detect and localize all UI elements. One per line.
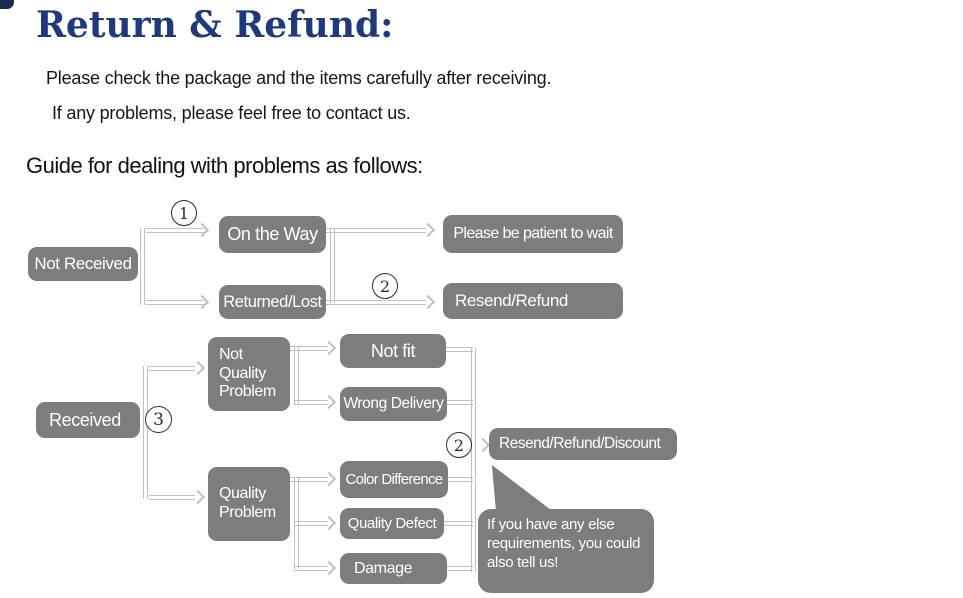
step-marker-1: 1 xyxy=(171,200,197,226)
connector-not-received-branch xyxy=(140,228,145,305)
page-title: Return & Refund: xyxy=(36,4,394,46)
step-marker-2-bottom: 2 xyxy=(446,432,472,458)
arrowhead-icon xyxy=(420,222,436,238)
connector-to-quality xyxy=(149,495,195,500)
arrowhead-icon xyxy=(194,222,210,238)
intro-line-1: Please check the package and the items c… xyxy=(46,68,552,88)
connector-damage-out xyxy=(447,566,473,571)
arrowhead-icon xyxy=(321,340,337,356)
speech-bubble-tail xyxy=(491,465,555,513)
arrowhead-icon xyxy=(321,515,337,531)
flow-node-not-quality-problem: Not Quality Problem xyxy=(208,337,290,411)
connector-to-color-difference xyxy=(290,477,328,482)
connector-collector xyxy=(471,347,476,572)
connector-on-the-way-drop xyxy=(330,229,335,303)
arrowhead-icon xyxy=(321,471,337,487)
step-marker-3: 3 xyxy=(145,406,172,433)
arrowhead-icon xyxy=(194,294,210,310)
arrowhead-icon xyxy=(321,394,337,410)
connector-to-please-wait xyxy=(326,228,426,233)
arrowhead-icon xyxy=(321,560,337,576)
arrowhead-icon xyxy=(190,489,206,505)
flow-node-damage: Damage xyxy=(340,553,447,584)
connector-to-not-quality xyxy=(149,366,195,371)
step-marker-2-top: 2 xyxy=(372,273,398,299)
guide-heading: Guide for dealing with problems as follo… xyxy=(26,153,423,178)
flow-node-not-received: Not Received xyxy=(28,247,138,281)
connector-to-on-the-way xyxy=(146,228,204,233)
intro-line-2: If any problems, please feel free to con… xyxy=(52,103,411,123)
speech-bubble: If you have any else requirements, you c… xyxy=(478,509,654,593)
flow-node-resend-refund: Resend/Refund xyxy=(443,283,623,319)
connector-received-branch xyxy=(143,366,148,499)
connector-to-wrong-delivery xyxy=(294,400,328,405)
corner-artifact xyxy=(0,0,14,9)
arrowhead-icon xyxy=(420,294,436,310)
flow-node-resend-refund-discount: Resend/Refund/Discount xyxy=(489,428,677,460)
arrowhead-icon xyxy=(190,360,206,376)
flow-node-please-wait: Please be patient to wait xyxy=(443,215,623,253)
connector-quality-split xyxy=(294,477,299,569)
connector-to-not-fit xyxy=(290,346,328,351)
flow-node-not-fit: Not fit xyxy=(340,334,446,368)
flow-node-quality-defect: Quality Defect xyxy=(340,508,444,539)
flow-node-wrong-delivery: Wrong Delivery xyxy=(340,387,447,421)
connector-not-quality-split xyxy=(294,347,299,405)
connector-to-quality-defect xyxy=(294,521,328,526)
flow-node-color-difference: Color Difference xyxy=(340,461,448,498)
flow-node-on-the-way: On the Way xyxy=(219,216,326,253)
connector-not-fit-out xyxy=(446,347,473,352)
connector-quality-defect-out xyxy=(444,521,473,526)
connector-wrong-delivery-out xyxy=(447,400,473,405)
flow-node-returned-lost: Returned/Lost xyxy=(219,285,326,319)
flow-node-quality-problem: Quality Problem xyxy=(208,467,290,541)
connector-color-difference-out xyxy=(448,477,473,482)
arrowhead-icon xyxy=(475,437,491,453)
connector-to-returned-lost xyxy=(146,300,204,305)
flow-node-received: Received xyxy=(36,402,140,438)
connector-to-resend-refund xyxy=(326,300,426,305)
connector-to-damage xyxy=(294,566,328,571)
